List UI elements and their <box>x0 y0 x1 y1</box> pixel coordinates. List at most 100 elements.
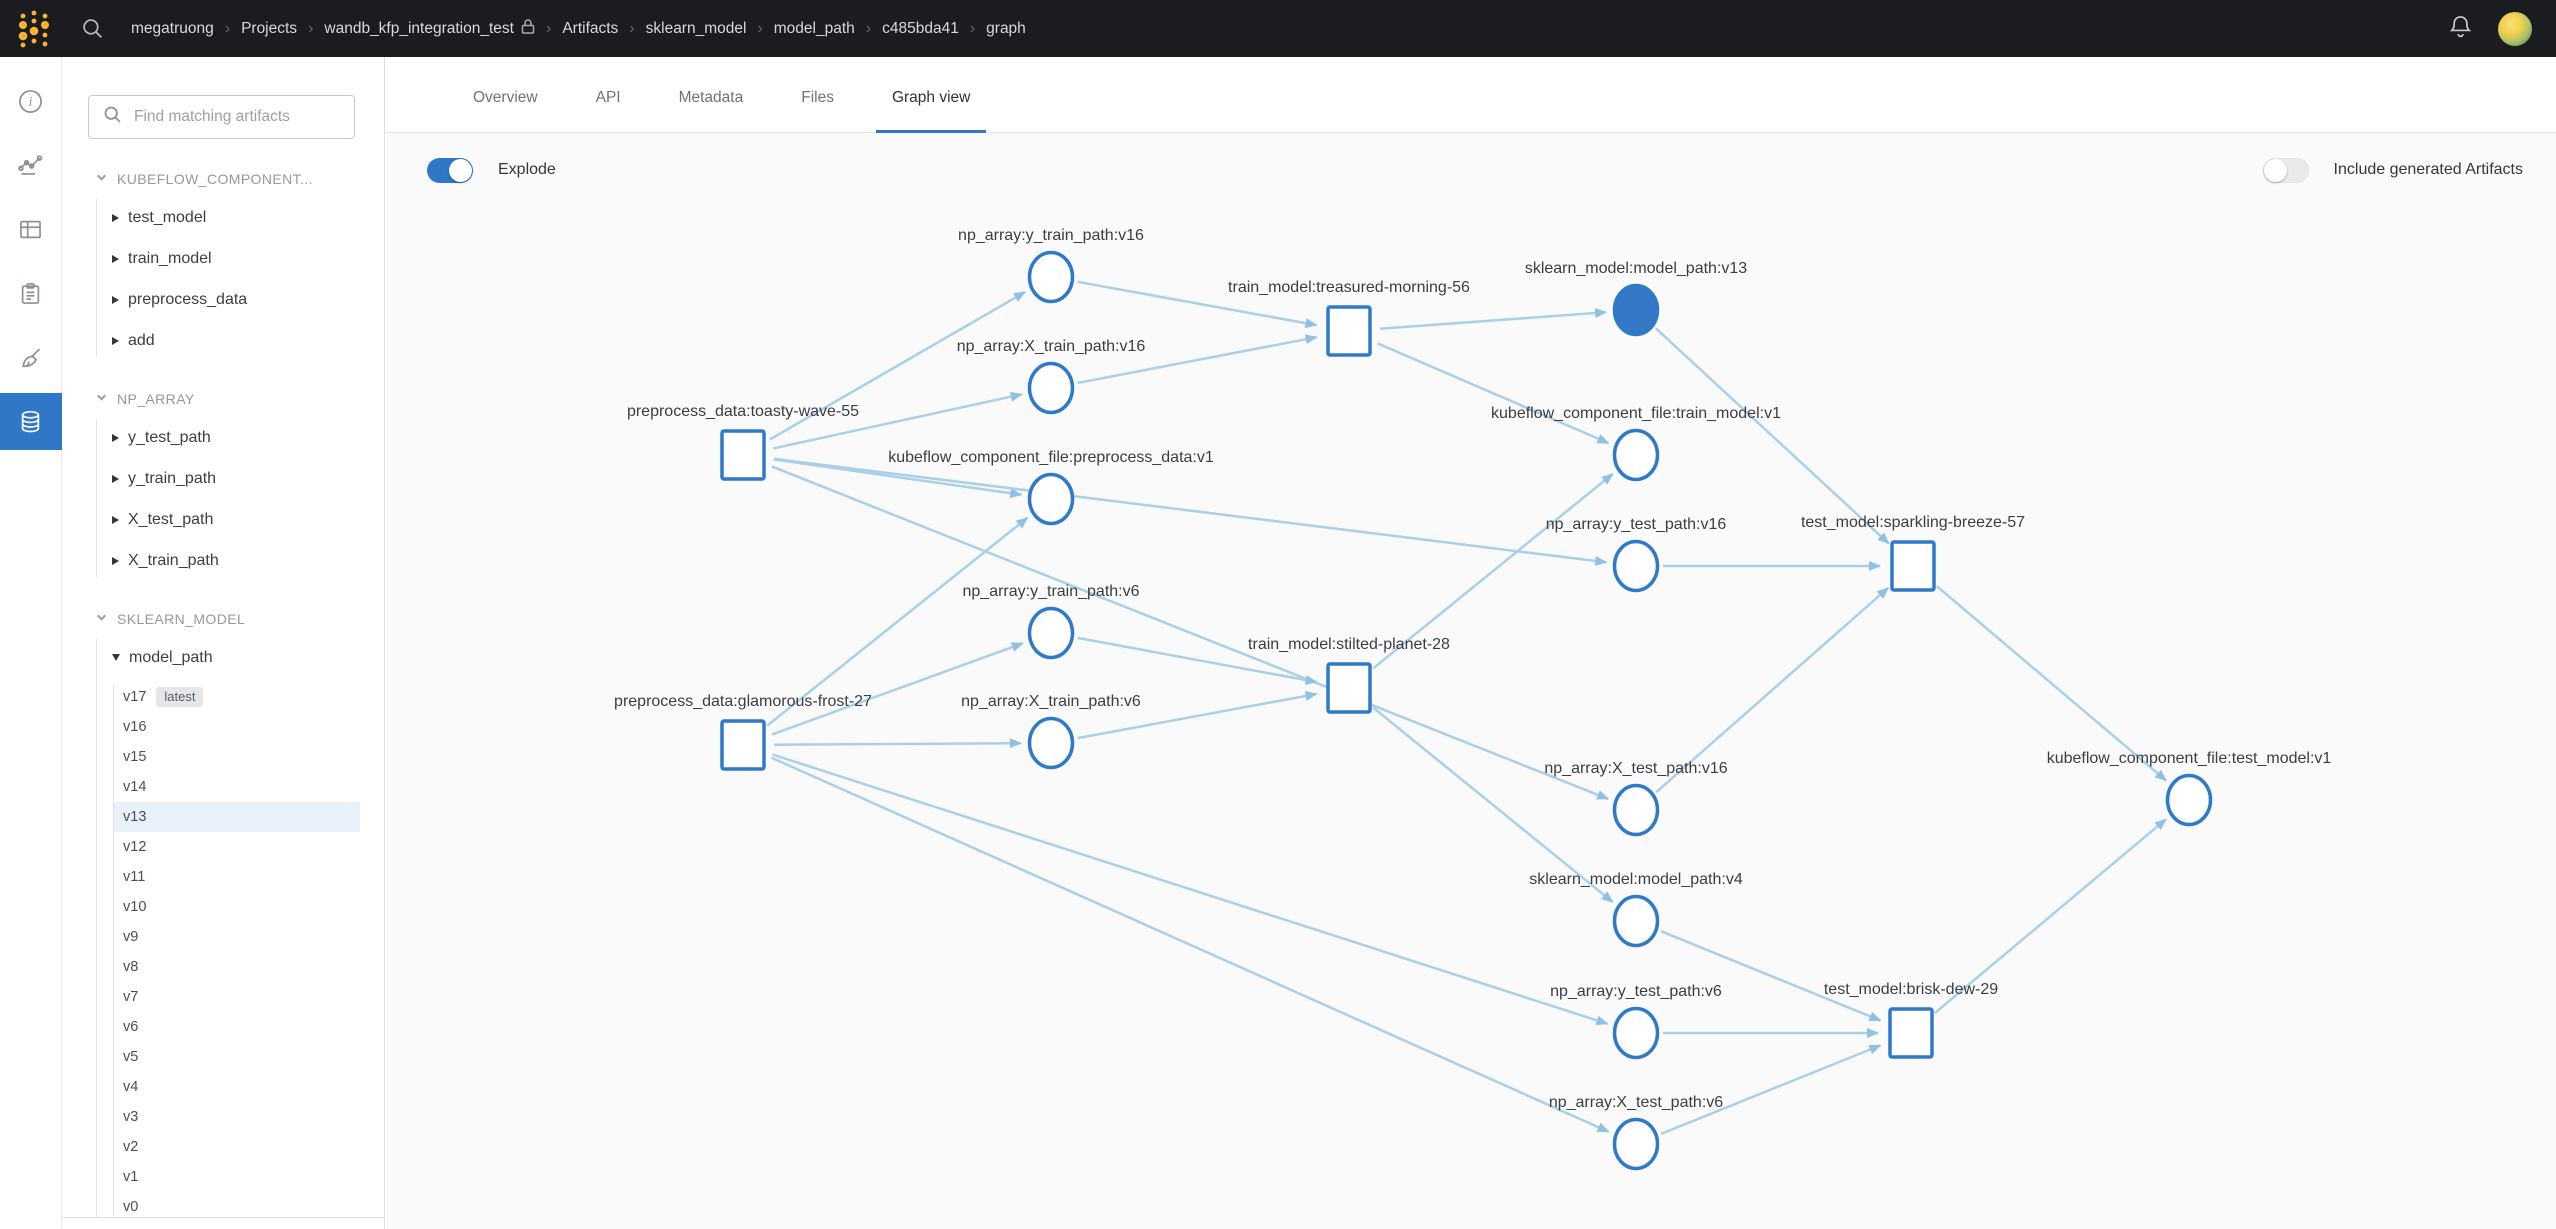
graph-node-kubeflow_component_file:preprocess_data:v1[interactable]: kubeflow_component_file:preprocess_data:… <box>888 449 1214 526</box>
graph-node-preprocess_data:toasty-wave-55[interactable]: preprocess_data:toasty-wave-55 <box>627 403 859 481</box>
tree-item-train_model[interactable]: train_model <box>62 238 384 279</box>
tree-item-add[interactable]: add <box>62 320 384 361</box>
version-row-v14[interactable]: v14 <box>113 772 360 802</box>
graph-node-np_array:X_test_path:v16[interactable]: np_array:X_test_path:v16 <box>1544 760 1728 837</box>
tab-files[interactable]: Files <box>801 88 834 106</box>
tree-section-header[interactable]: KUBEFLOW_COMPONENT... <box>62 165 384 193</box>
graph-node-np_array:y_train_path:v6[interactable]: np_array:y_train_path:v6 <box>963 583 1140 660</box>
search-icon <box>102 104 123 130</box>
graph-node-np_array:X_train_path:v6[interactable]: np_array:X_train_path:v6 <box>961 693 1141 770</box>
version-row-v10[interactable]: v10 <box>113 892 360 922</box>
version-row-v3[interactable]: v3 <box>113 1102 360 1132</box>
breadcrumb-item[interactable]: graph <box>986 19 1026 37</box>
graph-node-preprocess_data:glamorous-frost-27[interactable]: preprocess_data:glamorous-frost-27 <box>614 693 872 771</box>
breadcrumb-item[interactable]: sklearn_model <box>645 19 747 37</box>
graph-node-sklearn_model:model_path:v4[interactable]: sklearn_model:model_path:v4 <box>1529 871 1743 948</box>
tree-item-model_path[interactable]: model_path <box>62 637 384 678</box>
version-label: v10 <box>123 899 147 915</box>
breadcrumb-item[interactable]: Projects <box>241 19 298 37</box>
version-row-v15[interactable]: v15 <box>113 742 360 772</box>
version-row-v4[interactable]: v4 <box>113 1072 360 1102</box>
tree-section-header[interactable]: SKLEARN_MODEL <box>62 605 384 633</box>
notifications-bell-icon[interactable] <box>2447 13 2474 45</box>
tab-overview[interactable]: Overview <box>473 88 538 106</box>
graph-node-np_array:X_train_path:v16[interactable]: np_array:X_train_path:v16 <box>957 338 1146 415</box>
tree-item-label: X_test_path <box>128 510 214 528</box>
graph-node-train_model:stilted-planet-28[interactable]: train_model:stilted-planet-28 <box>1248 636 1450 714</box>
version-row-v7[interactable]: v7 <box>113 982 360 1012</box>
avatar[interactable] <box>2498 11 2532 46</box>
version-label: v3 <box>123 1109 139 1125</box>
rail-item-tables-icon[interactable] <box>0 201 62 258</box>
explode-toggle[interactable] <box>427 157 473 183</box>
version-row-v9[interactable]: v9 <box>113 922 360 952</box>
version-row-v6[interactable]: v6 <box>113 1012 360 1042</box>
version-row-v16[interactable]: v16 <box>113 712 360 742</box>
chevron-down-icon <box>95 611 108 627</box>
version-row-v5[interactable]: v5 <box>113 1042 360 1072</box>
artifact-search-box <box>88 95 355 139</box>
tree-item-label: add <box>128 331 155 349</box>
breadcrumb-item[interactable]: megatruong <box>131 19 214 37</box>
version-row-v8[interactable]: v8 <box>113 952 360 982</box>
breadcrumb-item[interactable]: wandb_kfp_integration_test <box>324 18 535 40</box>
graph-node-test_model:brisk-dew-29[interactable]: test_model:brisk-dew-29 <box>1824 981 1998 1059</box>
include-generated-artifacts-toggle[interactable] <box>2262 157 2309 183</box>
tree-item-y_test_path[interactable]: y_test_path <box>62 417 384 458</box>
info-icon: i <box>19 90 42 113</box>
global-search-icon[interactable] <box>80 16 105 41</box>
version-row-v0[interactable]: v0 <box>113 1192 360 1222</box>
graph-node-kubeflow_component_file:train_model:v1[interactable]: kubeflow_component_file:train_model:v1 <box>1491 405 1781 482</box>
tab-api[interactable]: API <box>595 88 621 106</box>
tree-item-test_model[interactable]: test_model <box>62 197 384 238</box>
graph-node-np_array:y_test_path:v6[interactable]: np_array:y_test_path:v6 <box>1550 983 1722 1060</box>
wandb-logo[interactable] <box>16 8 52 50</box>
edge-tw55-to-kfcpre <box>773 458 1023 499</box>
triangle-right-icon <box>112 433 119 442</box>
tab-graph-view[interactable]: Graph view <box>863 57 999 133</box>
search-input[interactable] <box>132 107 336 127</box>
edge-tm56-to-kfctrain <box>1376 342 1610 445</box>
tree-item-preprocess_data[interactable]: preprocess_data <box>62 279 384 320</box>
tree-section-header[interactable]: NP_ARRAY <box>62 385 384 413</box>
triangle-down-icon <box>112 654 120 661</box>
sidebar-scrollbar[interactable] <box>62 1217 384 1229</box>
graph-node-np_array:X_test_path:v6[interactable]: np_array:X_test_path:v6 <box>1549 1094 1723 1171</box>
tree-item-X_test_path[interactable]: X_test_path <box>62 499 384 540</box>
rail-item-info-icon[interactable]: i <box>0 73 62 130</box>
rail-item-reports-icon[interactable] <box>0 265 62 322</box>
breadcrumb-item[interactable]: model_path <box>773 19 855 37</box>
rail-item-sweeps-icon[interactable] <box>0 329 62 386</box>
tab-metadata[interactable]: Metadata <box>678 88 744 106</box>
rail-item-charts-icon[interactable] <box>0 137 62 194</box>
svg-text:i: i <box>29 94 33 109</box>
artifact-node-shape <box>1027 361 1075 415</box>
edge-sb57-to-kfctest <box>1935 585 2167 782</box>
rail-item-artifacts-database-icon[interactable] <box>0 393 62 450</box>
graph-node-sklearn_model:model_path:v13[interactable]: sklearn_model:model_path:v13 <box>1525 260 1747 337</box>
version-row-v12[interactable]: v12 <box>113 832 360 862</box>
tree-item-X_train_path[interactable]: X_train_path <box>62 540 384 581</box>
edge-gf27-to-kfcpre <box>766 516 1029 727</box>
version-row-v11[interactable]: v11 <box>113 862 360 892</box>
triangle-right-icon <box>112 254 119 263</box>
graph-node-test_model:sparkling-breeze-57[interactable]: test_model:sparkling-breeze-57 <box>1801 514 2025 592</box>
graph-node-train_model:treasured-morning-56[interactable]: train_model:treasured-morning-56 <box>1228 279 1470 357</box>
graph-node-label: np_array:X_train_path:v6 <box>961 693 1141 710</box>
graph-node-np_array:y_test_path:v16[interactable]: np_array:y_test_path:v16 <box>1546 516 1727 593</box>
tree-item-y_train_path[interactable]: y_train_path <box>62 458 384 499</box>
breadcrumb-item[interactable]: Artifacts <box>562 19 619 37</box>
breadcrumb-separator: › <box>545 19 552 37</box>
version-row-v2[interactable]: v2 <box>113 1132 360 1162</box>
version-label: v2 <box>123 1139 139 1155</box>
edge-xtr16-to-tm56 <box>1077 334 1318 385</box>
graph-node-kubeflow_component_file:test_model:v1[interactable]: kubeflow_component_file:test_model:v1 <box>2047 750 2332 827</box>
breadcrumb-item[interactable]: c485bda41 <box>882 19 959 37</box>
graph-node-np_array:y_train_path:v16[interactable]: np_array:y_train_path:v16 <box>958 227 1144 304</box>
version-row-v1[interactable]: v1 <box>113 1162 360 1192</box>
version-row-v13[interactable]: v13 <box>113 802 360 832</box>
top-navigation-bar: megatruong›Projects›wandb_kfp_integratio… <box>0 0 2556 57</box>
